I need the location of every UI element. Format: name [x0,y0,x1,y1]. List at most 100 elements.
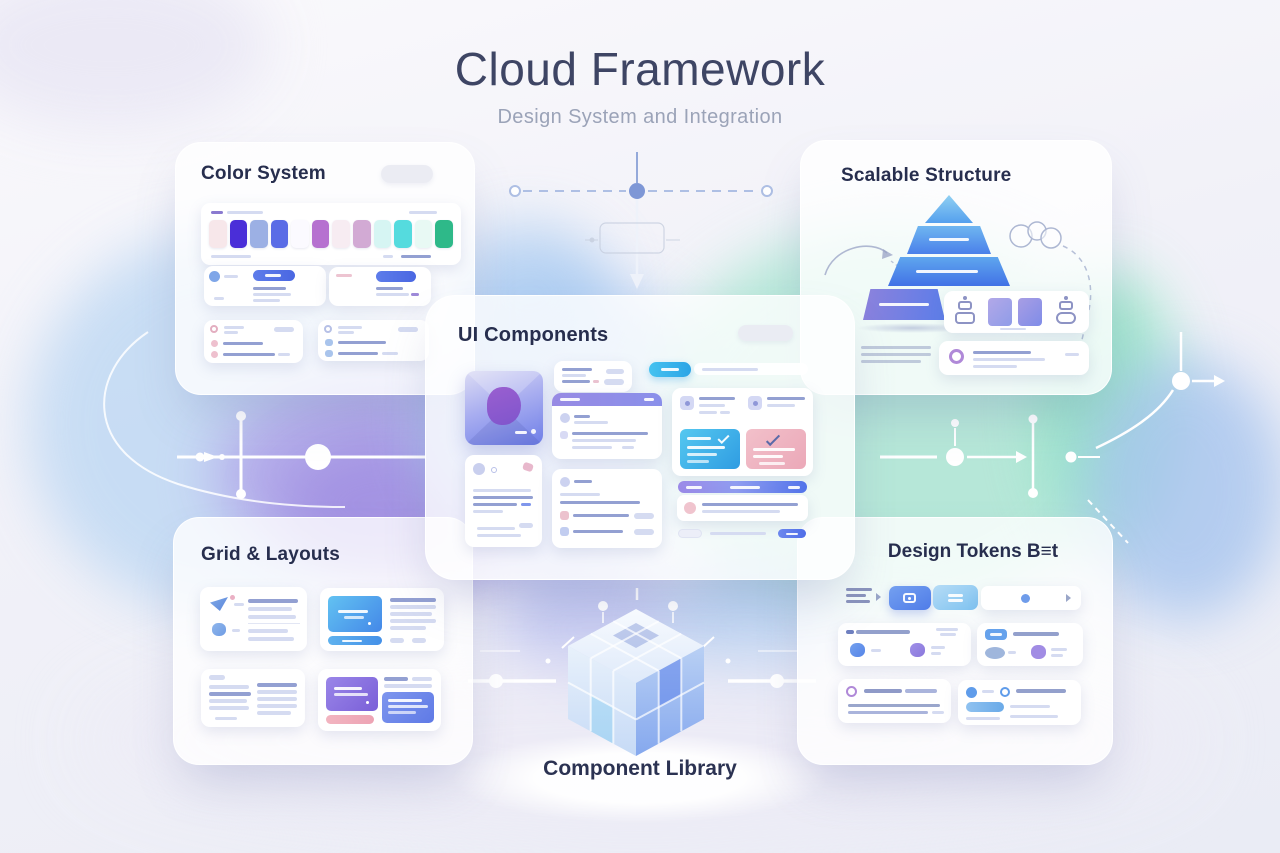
color-swatch [311,220,330,248]
skeleton-pill [209,675,225,680]
skeleton-line [477,527,515,530]
layout-preview-card [320,588,444,651]
notification-card [677,495,808,521]
avatar-blob [487,387,521,425]
primary-button-swatch [376,271,416,282]
skeleton-line [401,255,431,258]
wireframe-sketch-doodle [585,222,680,254]
page-title: Cloud Framework [454,43,826,95]
skeleton-pill [634,513,654,519]
skeleton-line [753,455,783,458]
skeleton-line [973,358,1045,361]
skeleton-line [916,270,978,273]
skeleton-line [1065,353,1079,356]
pyramid-tier-3 [888,257,1010,286]
skeleton-line [338,341,386,344]
ring-icon [210,325,218,333]
skeleton-line [572,432,648,435]
skeleton-line [515,431,527,434]
skeleton-line [574,480,592,483]
skeleton-line [966,717,1000,720]
skeleton-line [209,706,249,710]
skeleton-line [702,510,780,513]
skeleton-pill [604,379,624,385]
skeleton-line [211,255,251,258]
skeleton-line [390,605,436,609]
skeleton-line [223,353,275,356]
skeleton-line [342,639,362,642]
check-icon [717,431,730,445]
skeleton-line [699,397,735,400]
modal-header-bar [552,393,662,406]
stat-card-cyan [680,429,740,469]
token-code-block [846,588,884,608]
skeleton-line [338,331,354,334]
accent-dot [230,595,235,600]
avatar-tile [680,396,694,410]
skeleton-line [982,690,994,693]
skeleton-line [573,530,623,533]
skeleton-line [702,503,798,506]
skeleton-line [931,646,945,649]
color-system-title: Color System [201,163,326,184]
color-swatch [373,220,392,248]
skeleton-line [687,437,711,440]
cube-faces [568,609,704,756]
skeleton-line [929,238,969,241]
scalable-structure-card: Scalable Structure [800,140,1112,395]
list-icon [948,594,963,597]
skeleton-line [257,704,297,708]
avatar [560,477,570,487]
skeleton-line [344,616,364,619]
skeleton-line [622,446,634,449]
skeleton-line [702,367,758,371]
skeleton-line [936,628,958,631]
color-spec-card [318,320,429,361]
skeleton-line [477,534,521,537]
skeleton-line [248,637,294,641]
skeleton-line [846,600,870,603]
skeleton-line [473,489,531,492]
note-card [554,361,632,392]
avatar [560,413,570,423]
skeleton-line [376,293,409,296]
ring-icon [491,467,497,473]
image-block [326,677,378,711]
skeleton-line [209,692,251,696]
design-tokens-card: Design Tokens B≡t [797,517,1113,765]
design-tokens-title: Design Tokens B≡t [887,541,1059,562]
skeleton-line [390,626,426,630]
skeleton-line [1000,328,1026,330]
skeleton-line [223,342,263,345]
skeleton-line [248,607,292,611]
skeleton-pill [390,638,404,643]
skeleton-line [1051,648,1067,651]
skeleton-line [388,711,416,714]
component-library-label: Component Library [543,757,737,780]
skeleton-line [848,711,928,714]
skeleton-line [390,598,436,602]
skeleton-line [846,588,872,591]
skeleton-line [661,368,679,371]
skeleton-line [253,293,291,296]
skeleton-line [931,652,941,655]
skeleton-line [560,398,580,401]
skeleton-line [248,599,298,603]
skeleton-line [253,299,280,302]
skeleton-line [257,697,297,701]
skeleton-line [521,503,531,506]
grid-layouts-card: Grid & Layouts [173,517,473,765]
avatar-tile [748,396,762,410]
skeleton-line [382,352,398,355]
color-swatch [229,220,248,248]
divider [248,623,300,624]
avatar-dot [684,400,690,406]
skeleton-line [687,460,709,463]
skeleton-line [767,397,805,400]
color-swatch [414,220,433,248]
skeleton-pill [606,369,624,374]
token-group-card [977,623,1083,666]
skeleton-line [788,485,800,489]
skeleton-line [257,683,297,687]
token-label [864,689,902,693]
